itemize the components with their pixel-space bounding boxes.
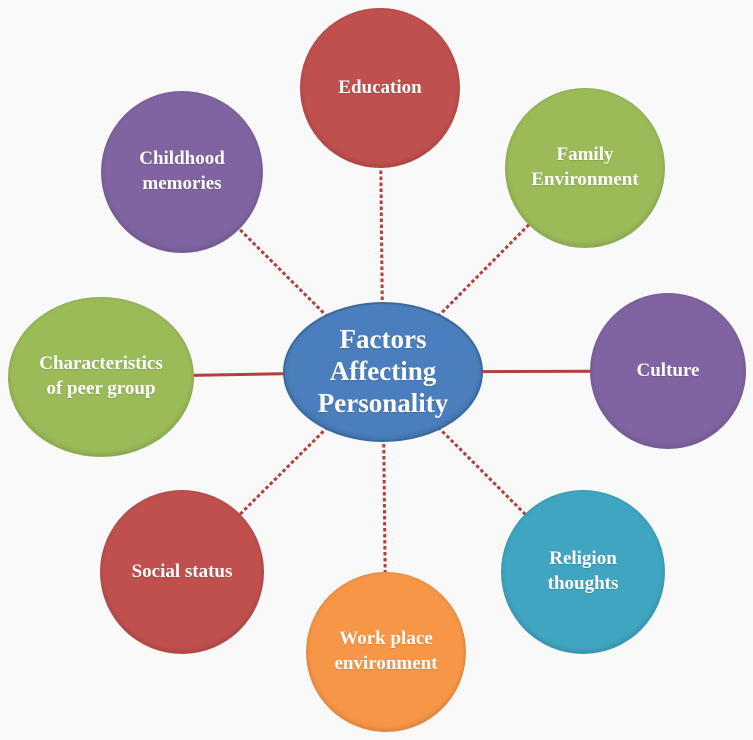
- node-education-label: Education: [338, 76, 422, 98]
- node-childhood-memories-label: Childhood memories: [139, 148, 225, 194]
- connector-work-place-environment: [381, 371, 388, 653]
- node-family-environment-label: Family Environment: [531, 144, 639, 190]
- node-religion-thoughts-label: Religion thoughts: [547, 548, 619, 594]
- node-religion-thoughts: Religion thoughts: [501, 490, 665, 654]
- node-culture-label: Culture: [636, 359, 700, 381]
- node-education: Education: [300, 8, 460, 168]
- center-topic: Factors Affecting Personality: [283, 302, 483, 442]
- node-social-status-label: Social status: [131, 560, 233, 582]
- center-topic-label: Factors Affecting Personality: [317, 324, 449, 418]
- node-characteristics-of-peer-group: Characteristics of peer group: [8, 297, 194, 457]
- node-childhood-memories: Childhood memories: [101, 91, 263, 253]
- node-work-place-environment-label: Work place environment: [334, 628, 438, 674]
- node-work-place-environment: Work place environment: [306, 572, 466, 732]
- node-family-environment: Family Environment: [505, 88, 665, 248]
- node-characteristics-of-peer-group-label: Characteristics of peer group: [39, 353, 163, 399]
- node-culture: Culture: [590, 293, 746, 449]
- node-social-status: Social status: [100, 490, 264, 654]
